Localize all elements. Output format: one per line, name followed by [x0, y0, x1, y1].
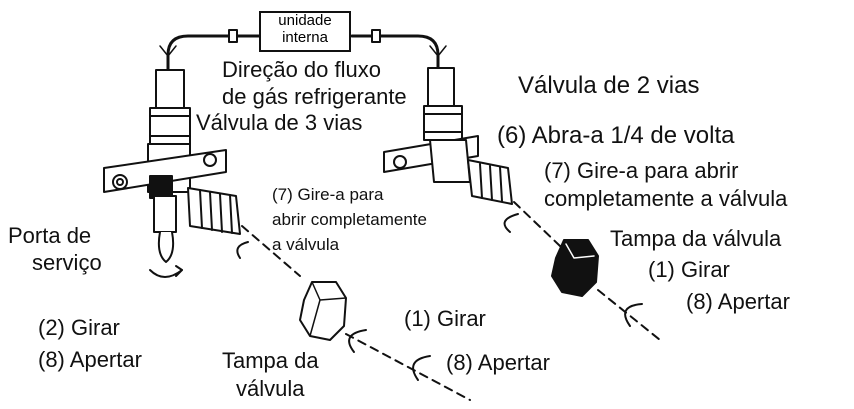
label-service-port-1: Porta de [8, 223, 92, 248]
label-turn-service: (2) Girar [38, 315, 120, 340]
label-flow-direction-2: de gás refrigerante [222, 84, 407, 109]
label-cap-left-1: Tampa da [222, 348, 319, 373]
valve-cap-right [551, 239, 661, 341]
indoor-unit-line2: interna [282, 28, 328, 46]
label-open-fully-left-2: abrir completamente [272, 210, 427, 229]
label-cap-right: Tampa da válvula [610, 226, 782, 251]
indoor-unit-line1: unidade [278, 12, 332, 29]
label-service-port-2: serviço [32, 250, 102, 275]
label-valve-3-way: Válvula de 3 vias [196, 110, 363, 135]
refrigerant-piping [159, 29, 447, 74]
label-flow-direction-1: Direção do fluxo [222, 57, 381, 82]
rotation-arrows [149, 213, 643, 381]
label-valve-2-way: Válvula de 2 vias [518, 72, 700, 99]
indoor-unit-box: unidade interna [259, 11, 351, 52]
label-turn-cap-right: (1) Girar [648, 257, 730, 282]
label-open-quarter-turn: (6) Abra-a 1/4 de volta [497, 122, 735, 149]
label-turn-cap-left: (1) Girar [404, 306, 486, 331]
valve-cap-left [299, 281, 347, 341]
label-open-fully-left-1: (7) Gire-a para [272, 185, 384, 204]
label-cap-left-2: válvula [236, 376, 305, 401]
label-tighten-cap-left: (8) Apertar [446, 350, 550, 375]
label-open-fully-right-2: completamente a válvula [544, 186, 788, 211]
three-way-valve [103, 69, 301, 277]
label-tighten-cap-right: (8) Apertar [686, 289, 790, 314]
label-tighten-service: (8) Apertar [38, 347, 142, 372]
label-open-fully-right-1: (7) Gire-a para abrir [544, 158, 739, 183]
two-way-valve [383, 67, 561, 247]
label-open-fully-left-3: a válvula [272, 235, 340, 254]
